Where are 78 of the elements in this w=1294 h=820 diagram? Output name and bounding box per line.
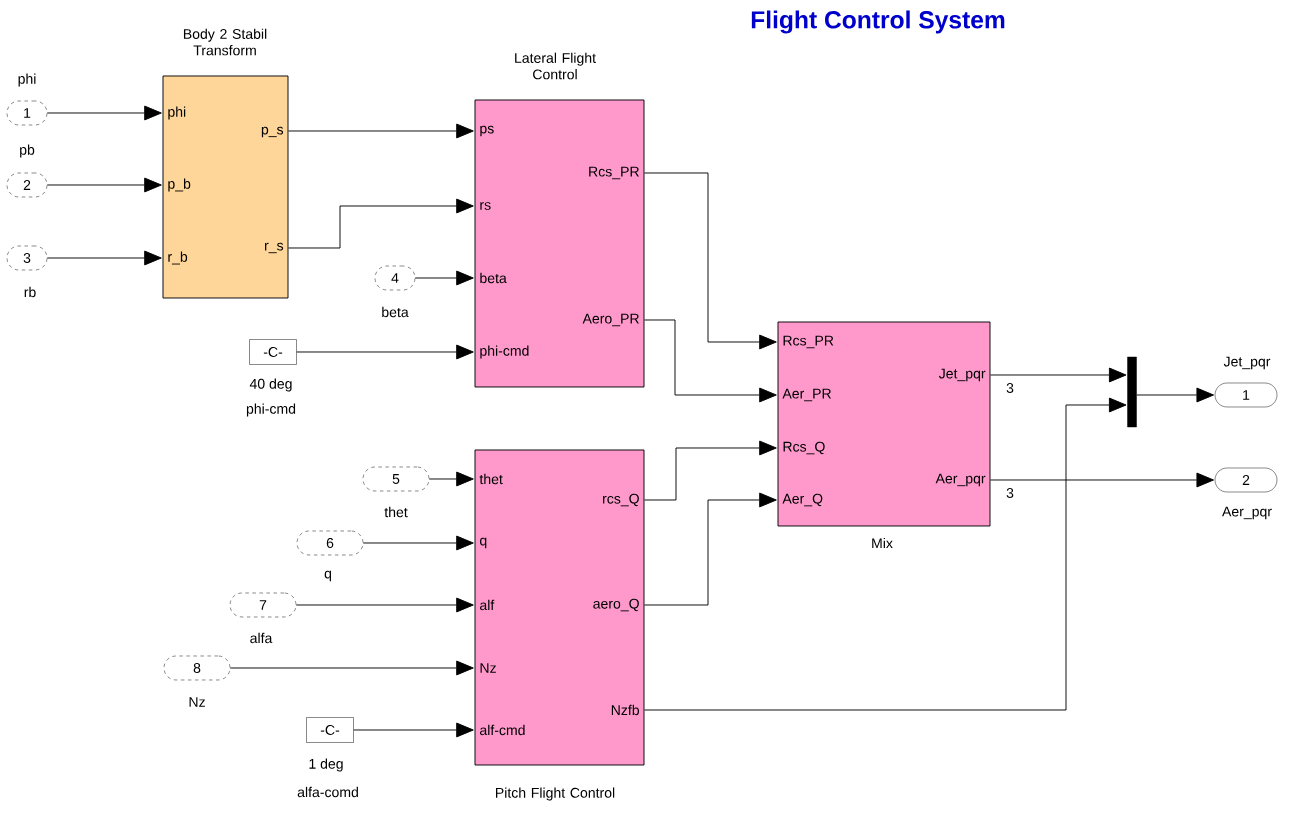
block-label: pb bbox=[20, 144, 35, 158]
block-title: Body 2 Stabil Transform bbox=[183, 28, 267, 56]
block-label: phi-cmd bbox=[246, 403, 296, 417]
port-label: rcs_Q bbox=[603, 493, 639, 507]
arrow bbox=[362, 535, 474, 551]
port-label: rs bbox=[480, 202, 491, 210]
arrow bbox=[644, 319, 777, 403]
block-label: Aer_pqr bbox=[1222, 506, 1272, 520]
constant-block: -C- bbox=[306, 717, 354, 743]
arrow bbox=[229, 660, 474, 676]
port-label: Rcs_Q bbox=[783, 441, 825, 455]
arrow bbox=[296, 344, 474, 360]
port-label: phi-cmd bbox=[480, 345, 529, 359]
arrow bbox=[644, 492, 777, 606]
block-label: 40 deg bbox=[249, 378, 292, 392]
port-block: 8 bbox=[163, 655, 231, 681]
block-label: alfa-comd bbox=[297, 786, 358, 798]
arrow bbox=[46, 105, 162, 121]
edge-label: 3 bbox=[1004, 486, 1016, 500]
port-label: ps bbox=[480, 125, 494, 137]
block-label: 1 deg bbox=[309, 758, 343, 772]
port-label: thet bbox=[479, 473, 503, 485]
port-label: Nzfb bbox=[611, 704, 639, 716]
port-label: Jet_pqr bbox=[938, 368, 986, 382]
port-label: p_s bbox=[261, 126, 284, 138]
port-label: p_b bbox=[168, 178, 191, 192]
port-block: 3 bbox=[6, 245, 48, 271]
diagram-title: Flight Control System bbox=[751, 10, 1005, 34]
arrow bbox=[990, 367, 1127, 383]
port-block: 1 bbox=[6, 100, 48, 126]
port-label: phi bbox=[168, 106, 186, 120]
block-label: Nz bbox=[189, 697, 205, 707]
port-label: alf-cmd bbox=[480, 724, 525, 736]
arrow bbox=[990, 472, 1214, 488]
arrow bbox=[1136, 387, 1214, 403]
arrow bbox=[46, 177, 162, 193]
block-label: q bbox=[324, 570, 332, 582]
port-block: 6 bbox=[296, 530, 364, 556]
arrow bbox=[295, 597, 474, 613]
port-block: 7 bbox=[229, 592, 297, 618]
port-label: aero_Q bbox=[593, 598, 639, 612]
arrow bbox=[288, 198, 474, 249]
port-label: r_s bbox=[265, 242, 284, 254]
port-label: Aer_PR bbox=[782, 388, 831, 402]
block-title: Mix bbox=[872, 537, 893, 549]
block-title: Lateral Flight Control bbox=[515, 52, 596, 80]
port-label: r_b bbox=[168, 251, 188, 265]
block-label: thet bbox=[384, 506, 408, 518]
arrow bbox=[46, 250, 162, 266]
port-label: beta bbox=[480, 272, 507, 284]
port-label: Rcs_PR bbox=[589, 166, 639, 180]
block-label: rb bbox=[24, 286, 36, 298]
port-block: 2 bbox=[1214, 467, 1278, 493]
port-block: 1 bbox=[1214, 382, 1278, 408]
block-label: beta bbox=[382, 306, 409, 318]
port-block: 4 bbox=[374, 265, 416, 291]
port-block: 2 bbox=[6, 172, 48, 198]
port-label: q bbox=[480, 537, 487, 549]
port-label: Aero_PR bbox=[582, 313, 639, 327]
port-label: Aer_pqr bbox=[935, 473, 986, 487]
constant-block: -C- bbox=[249, 339, 297, 365]
port-label: Rcs_PR bbox=[783, 335, 834, 349]
arrow bbox=[414, 270, 474, 286]
port-label: Aer_Q bbox=[782, 493, 823, 507]
block-label: phi bbox=[18, 73, 36, 87]
arrow bbox=[288, 123, 474, 139]
port-block: 5 bbox=[362, 466, 430, 492]
arrow bbox=[353, 722, 474, 738]
edge-label: 3 bbox=[1004, 381, 1016, 395]
block-title: Pitch Flight Control bbox=[496, 787, 615, 801]
port-label: alf bbox=[480, 599, 495, 611]
arrow bbox=[428, 471, 474, 487]
block-label: alfa bbox=[250, 632, 273, 644]
port-label: Nz bbox=[480, 663, 496, 673]
arrow bbox=[644, 397, 1127, 711]
block-label: Jet_pqr bbox=[1223, 356, 1271, 370]
arrow bbox=[644, 172, 777, 350]
arrow bbox=[644, 440, 777, 501]
